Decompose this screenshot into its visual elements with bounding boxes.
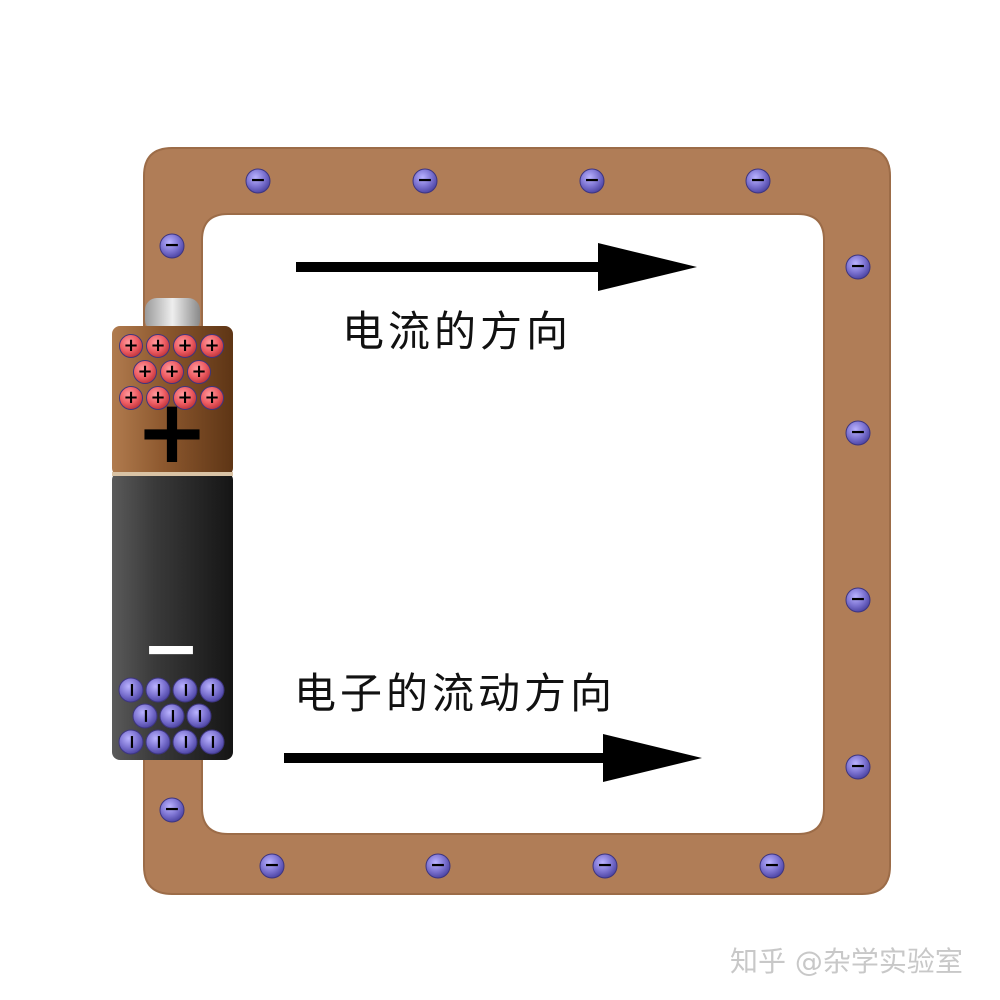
svg-text:−: − — [164, 798, 180, 820]
positive-charge: + — [160, 360, 184, 384]
battery-positive-charges: + + + + + + + + + + + — [119, 334, 224, 410]
svg-text:−: − — [850, 588, 866, 610]
svg-text:−: − — [584, 169, 600, 191]
negative-charge: − — [118, 677, 144, 703]
negative-charge: − — [118, 729, 144, 755]
electron-flow-label: 电子的流动方向 — [294, 669, 617, 718]
svg-text:−: − — [250, 169, 266, 191]
current-direction-arrow — [296, 243, 697, 291]
electron: − — [245, 168, 271, 194]
watermark: 知乎 @杂学实验室 — [730, 945, 963, 978]
electron: − — [425, 853, 451, 879]
electron: − — [592, 853, 618, 879]
electron: − — [259, 853, 285, 879]
negative-charge: − — [172, 677, 198, 703]
negative-charge: − — [172, 729, 198, 755]
battery-cap — [145, 298, 200, 332]
svg-text:−: − — [850, 421, 866, 443]
electron-flow-arrow — [284, 734, 702, 782]
svg-text:−: − — [148, 682, 170, 698]
svg-text:−: − — [162, 708, 184, 724]
svg-text:+: + — [177, 335, 192, 356]
electron: − — [412, 168, 438, 194]
svg-text:−: − — [750, 169, 766, 191]
svg-text:−: − — [202, 682, 224, 698]
battery: +++++++++++ −−−−−−−−−−− + − — [112, 298, 233, 760]
positive-charge: + — [173, 334, 197, 358]
svg-text:−: − — [121, 734, 143, 750]
svg-text:−: − — [202, 734, 224, 750]
positive-charge: + — [119, 386, 143, 410]
current-direction-label: 电流的方向 — [342, 307, 573, 356]
svg-text:−: − — [164, 234, 180, 256]
negative-charge: − — [159, 703, 185, 729]
electron: − — [845, 587, 871, 613]
svg-text:−: − — [121, 682, 143, 698]
positive-charge: + — [173, 386, 197, 410]
negative-charge: − — [132, 703, 158, 729]
svg-text:+: + — [137, 361, 152, 382]
positive-charge: + — [133, 360, 157, 384]
svg-text:−: − — [135, 708, 157, 724]
electron: − — [845, 754, 871, 780]
electron: − — [745, 168, 771, 194]
electron: − — [845, 420, 871, 446]
svg-text:−: − — [764, 854, 780, 876]
battery-negative-symbol: − — [142, 607, 201, 689]
svg-text:−: − — [148, 734, 170, 750]
wire-electrons: −−−−−−−−−−−−−− — [159, 168, 871, 879]
svg-text:−: − — [417, 169, 433, 191]
svg-text:+: + — [123, 387, 138, 408]
svg-text:+: + — [191, 361, 206, 382]
svg-text:−: − — [850, 255, 866, 277]
negative-charge: − — [186, 703, 212, 729]
positive-charge: + — [200, 334, 224, 358]
svg-text:+: + — [164, 361, 179, 382]
svg-text:+: + — [123, 335, 138, 356]
electron: − — [159, 797, 185, 823]
svg-text:+: + — [150, 387, 165, 408]
negative-charge: − — [199, 729, 225, 755]
svg-text:+: + — [150, 335, 165, 356]
electron: − — [759, 853, 785, 879]
battery-negative-charges: −−−−−−−−−−− — [118, 677, 225, 755]
negative-charge: − — [145, 729, 171, 755]
wire-loop — [143, 147, 891, 895]
svg-text:−: − — [175, 682, 197, 698]
negative-charge: − — [199, 677, 225, 703]
svg-text:−: − — [264, 854, 280, 876]
svg-text:+: + — [204, 335, 219, 356]
svg-text:−: − — [850, 755, 866, 777]
svg-text:+: + — [177, 387, 192, 408]
svg-text:−: − — [597, 854, 613, 876]
electron: − — [845, 254, 871, 280]
svg-text:+: + — [204, 387, 219, 408]
negative-charge: − — [145, 677, 171, 703]
electron: − — [579, 168, 605, 194]
battery-positive-symbol: + — [135, 380, 209, 483]
svg-text:−: − — [430, 854, 446, 876]
svg-text:−: − — [175, 734, 197, 750]
positive-charge: + — [200, 386, 224, 410]
electron: − — [159, 233, 185, 259]
svg-text:−: − — [189, 708, 211, 724]
positive-charge: + — [187, 360, 211, 384]
positive-charge: + — [146, 334, 170, 358]
positive-charge: + — [119, 334, 143, 358]
positive-charge: + — [146, 386, 170, 410]
